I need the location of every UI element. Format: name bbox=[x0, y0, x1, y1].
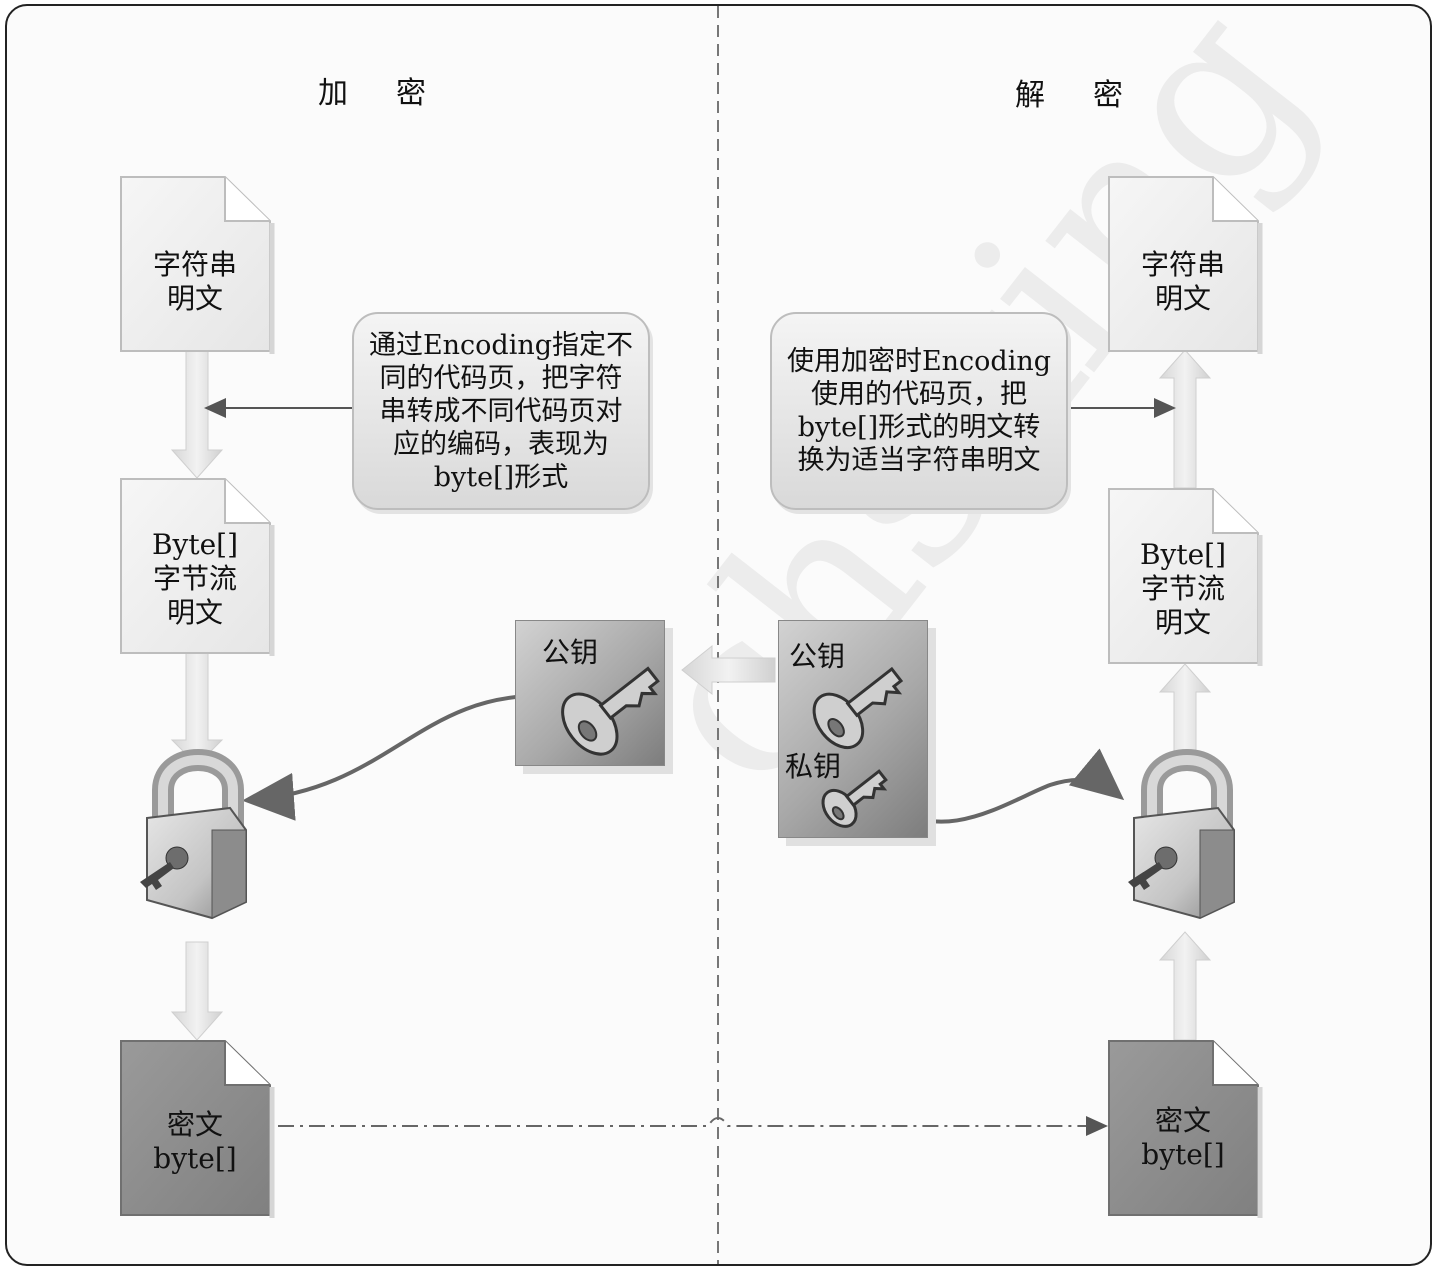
encrypt-callout: 通过Encoding指定不 同的代码页，把字符 串转成不同代码页对 应的编码，表… bbox=[352, 312, 650, 510]
decrypt-bytes-document: Byte[] 字节流 明文 bbox=[1108, 488, 1263, 666]
key-icon bbox=[821, 769, 888, 828]
decrypt-callout: 使用加密时Encoding 使用的代码页，把 byte[]形式的明文转 换为适当… bbox=[770, 312, 1068, 510]
encrypt-plaintext-label: 字符串 明文 bbox=[152, 248, 237, 315]
public-key-to-lock-arrow bbox=[242, 693, 551, 821]
encrypt-title: 加密 bbox=[318, 76, 474, 111]
decrypt-title: 解密 bbox=[1015, 78, 1171, 113]
public-key-card: 公钥 bbox=[515, 620, 665, 766]
decrypt-bytes-label: Byte[] 字节流 明文 bbox=[1139, 538, 1227, 639]
decrypt-plaintext-document: 字符串 明文 bbox=[1108, 176, 1263, 354]
block-arrow-icon bbox=[1158, 349, 1212, 489]
encrypt-bytes-document: Byte[] 字节流 明文 bbox=[120, 478, 275, 656]
key-pair-card: 公钥 私钥 bbox=[778, 620, 928, 838]
encrypt-bytes-label: Byte[] 字节流 明文 bbox=[151, 528, 239, 629]
encrypt-cipher-label: 密文 byte[] bbox=[153, 1108, 237, 1175]
key-icon bbox=[812, 666, 904, 750]
padlock-icon bbox=[1133, 749, 1235, 920]
key-icon bbox=[1128, 846, 1178, 890]
encrypt-cipher-document: 密文 byte[] bbox=[120, 1040, 275, 1218]
public-key-label: 公钥 bbox=[542, 636, 599, 669]
key-icon bbox=[561, 666, 660, 756]
key-pair-private-label: 私钥 bbox=[785, 750, 842, 783]
encrypt-plaintext-document: 字符串 明文 bbox=[120, 176, 275, 354]
key-pair-public-label: 公钥 bbox=[789, 640, 846, 673]
decrypt-cipher-document: 密文 byte[] bbox=[1108, 1040, 1263, 1218]
decrypt-cipher-label: 密文 byte[] bbox=[1141, 1104, 1225, 1171]
block-arrow-icon bbox=[170, 347, 224, 479]
key-icon bbox=[140, 846, 189, 890]
block-arrow-icon bbox=[1158, 663, 1212, 763]
padlock-icon bbox=[146, 749, 247, 920]
block-arrow-icon bbox=[681, 644, 776, 696]
block-arrow-icon bbox=[1158, 931, 1212, 1041]
encrypt-callout-text: 通过Encoding指定不 同的代码页，把字符 串转成不同代码页对 应的编码，表… bbox=[368, 329, 634, 493]
block-arrow-icon bbox=[170, 651, 224, 766]
block-arrow-icon bbox=[170, 941, 224, 1041]
decrypt-plaintext-label: 字符串 明文 bbox=[1140, 248, 1225, 315]
ciphertext-transfer-line bbox=[278, 1116, 1108, 1136]
decrypt-callout-text: 使用加密时Encoding 使用的代码页，把 byte[]形式的明文转 换为适当… bbox=[786, 346, 1052, 476]
